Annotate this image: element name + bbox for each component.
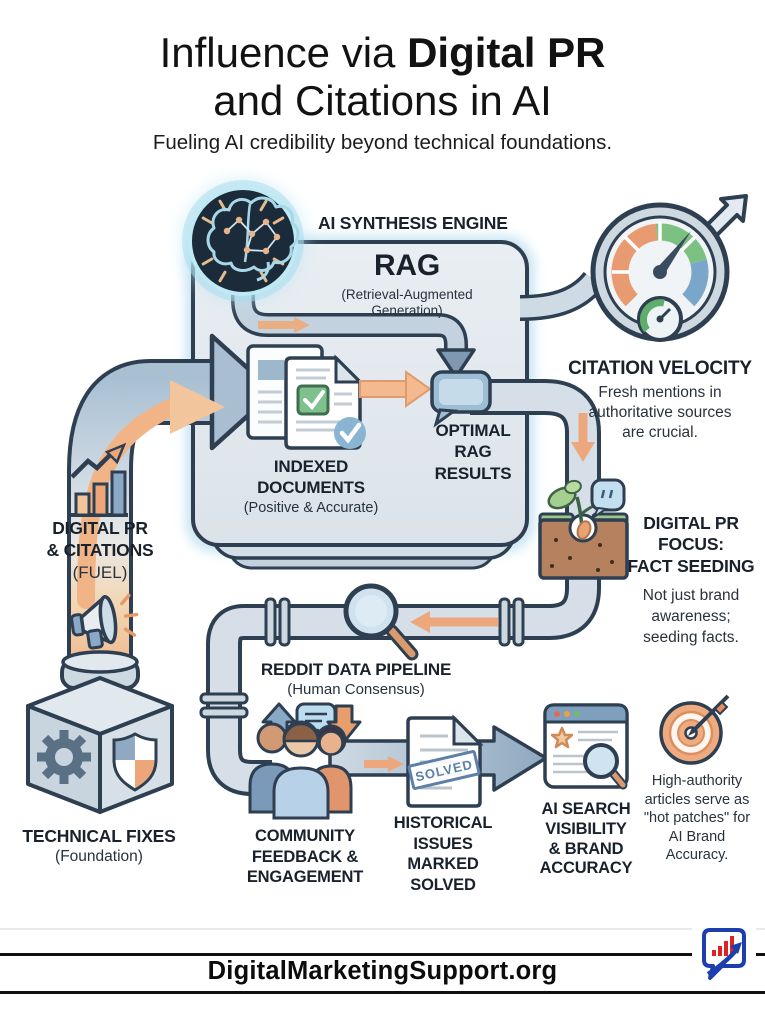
browser-icon [543, 703, 629, 790]
checkmark-circle-icon [334, 417, 366, 449]
rag-subtitle: (Retrieval-Augmented Generation) [341, 287, 473, 319]
megaphone-icon [70, 593, 139, 650]
brand-logo-icon [692, 922, 756, 986]
foundation-title: TECHNICAL FIXES [22, 826, 176, 846]
flow-arrow-right [359, 370, 432, 408]
speech-bubble-icon [430, 370, 492, 428]
sound-waves [120, 593, 139, 637]
gear-icon [37, 730, 91, 784]
fuel-note: (FUEL) [72, 563, 128, 582]
reddit-pipeline-note: (Human Consensus) [287, 681, 425, 698]
target-icon [659, 694, 730, 765]
page-title-line1: Influence via Digital PR [0, 29, 765, 76]
data-loop-pipe [199, 379, 601, 796]
page-subtitle: Fueling AI credibility beyond technical … [152, 131, 613, 154]
star-icon [550, 726, 574, 749]
brand-logo-art [702, 928, 746, 980]
flow-arrow-small-right [364, 756, 404, 772]
gauge-icon [590, 202, 730, 342]
brain-icon [182, 180, 304, 302]
dart-icon [688, 694, 730, 736]
pipe-flanges [199, 597, 525, 719]
search-icon [583, 743, 628, 790]
title-bold: Digital PR [407, 29, 606, 76]
shield-icon [112, 732, 158, 792]
gauge-needle [656, 231, 691, 275]
fuel-arrowhead [209, 333, 277, 451]
indexed-documents-note: (Positive & Accurate) [243, 500, 379, 516]
gauge-ticks [612, 222, 697, 274]
footer-divider-top [0, 953, 765, 956]
brain-pipe [231, 290, 476, 379]
magnifier-icon [343, 583, 419, 661]
downvote-icon [326, 704, 362, 744]
reddit-pipeline-title: REDDIT DATA PIPELINE [260, 660, 452, 679]
seedling-icon [538, 478, 629, 580]
fact-bubble-leaf-icon [590, 478, 626, 520]
citation-velocity-title: CITATION VELOCITY [568, 358, 752, 379]
footer-divider-light [0, 928, 765, 930]
mini-gauge-icon [637, 296, 683, 342]
title-regular: Influence via [159, 29, 396, 76]
rag-title: RAG [373, 249, 441, 282]
fuel-flow-arrow [77, 398, 181, 609]
engine-label: AI SYNTHESIS ENGINE [318, 213, 508, 233]
pipe-to-gauge [519, 271, 605, 321]
foundation-cube-icon [26, 650, 174, 814]
logo-bars [712, 936, 734, 956]
down-arrowhead [436, 348, 476, 379]
footer-divider-bottom [0, 991, 765, 994]
bar-chart-icon [70, 442, 128, 517]
page-title-line2: and Citations in AI [213, 77, 552, 124]
fuel-label: DIGITAL PR& CITATIONS [46, 518, 154, 560]
logo-bubble [702, 928, 746, 980]
footer-brand: DigitalMarketingSupport.org [207, 957, 558, 985]
documents-icon [246, 344, 366, 450]
neural-nodes [223, 216, 281, 255]
foundation-note: (Foundation) [55, 848, 143, 865]
community-group-icon [248, 702, 362, 820]
soil-dots [550, 538, 614, 572]
